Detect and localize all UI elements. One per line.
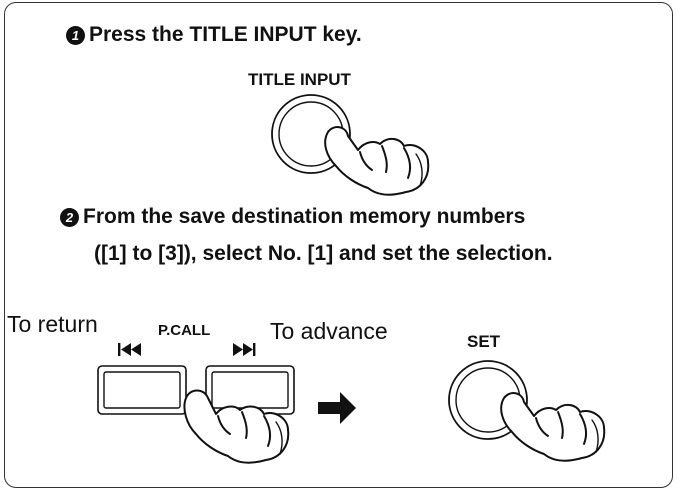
skip-back-icon xyxy=(118,343,141,356)
pointing-hand-icon xyxy=(500,392,606,462)
step-1-number-badge: 1 xyxy=(66,26,85,45)
title-input-key-label: TITLE INPUT xyxy=(248,70,351,89)
to-return-label: To return xyxy=(7,311,98,337)
p-call-label: P.CALL xyxy=(158,322,211,339)
set-key-label: SET xyxy=(467,332,501,351)
pointing-hand-icon xyxy=(183,389,290,464)
pointing-hand-icon xyxy=(324,126,430,196)
skip-forward-icon xyxy=(233,343,256,356)
set-key[interactable] xyxy=(448,360,528,440)
next-key[interactable] xyxy=(205,365,295,415)
right-arrow-icon xyxy=(318,392,356,424)
step-1-text: Press the TITLE INPUT key. xyxy=(89,23,362,46)
step-2-text-line-1: From the save destination memory numbers xyxy=(83,205,526,228)
step-2-line-2: ([1] to [3]), select No. [1] and set the… xyxy=(94,242,553,265)
previous-key[interactable] xyxy=(97,365,187,415)
step-2-number-badge: 2 xyxy=(60,208,79,227)
to-advance-label: To advance xyxy=(270,318,388,344)
instruction-panel xyxy=(4,2,673,488)
